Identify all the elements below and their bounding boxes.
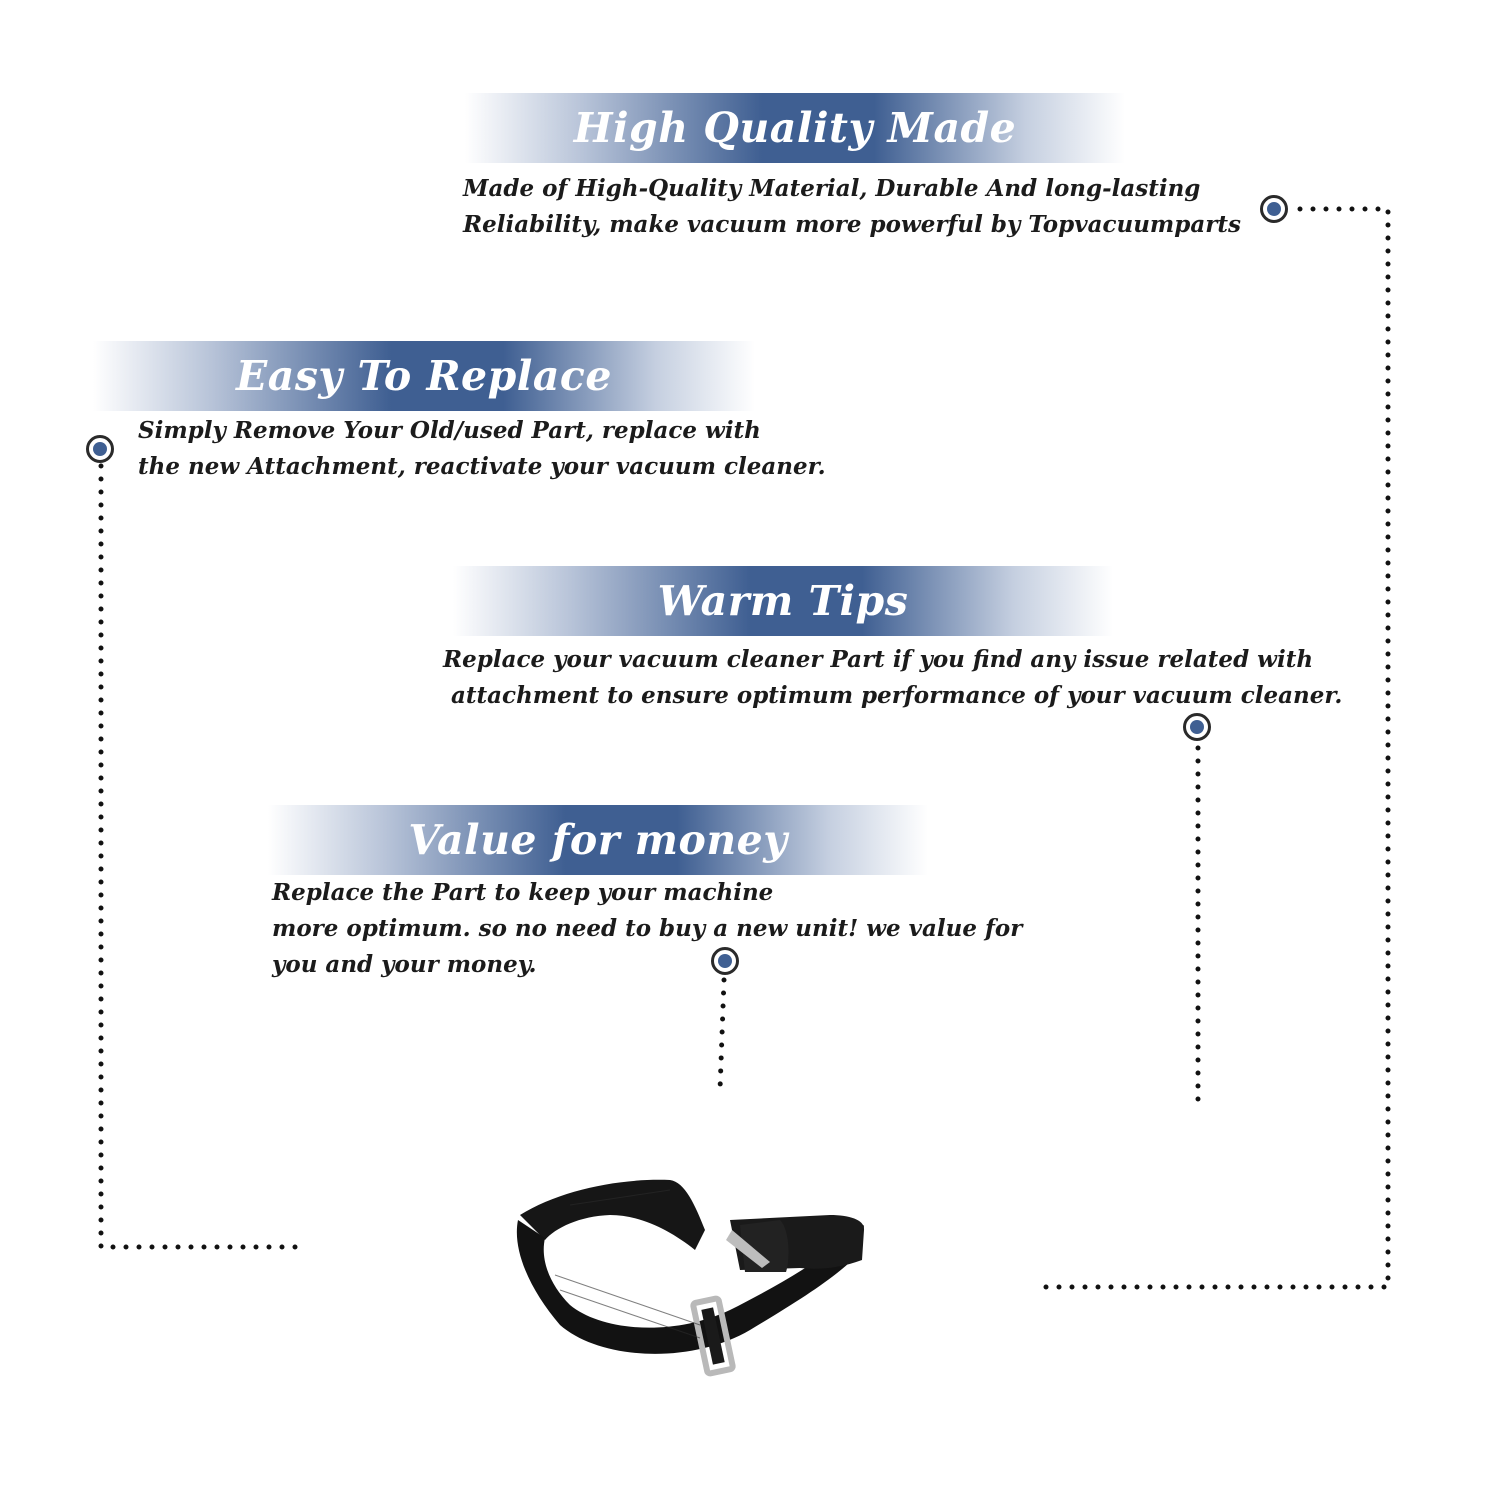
banner-high-quality: High Quality Made [465,93,1125,163]
connector-high-quality [1035,206,1391,1290]
banner-value-money: Value for money [268,805,928,875]
connector-easy-replace [98,463,299,1250]
marker-icon [1183,713,1211,741]
description-line: the new Attachment, reactivate your vacu… [138,453,826,480]
feature-title: Warm Tips [657,577,909,625]
description-line: you and your money. [272,951,537,978]
feature-description-value-money: Replace the Part to keep your machine mo… [272,875,1022,983]
banner-warm-tips: Warm Tips [453,566,1113,636]
marker-icon [1260,195,1288,223]
feature-description-warm-tips: Replace your vacuum cleaner Part if you … [443,642,1342,714]
description-line: Replace the Part to keep your machine [272,879,774,906]
connector-value-money [717,977,727,1093]
feature-title: High Quality Made [573,104,1017,152]
banner-easy-replace: Easy To Replace [93,341,755,411]
description-line: Reliability, make vacuum more powerful b… [463,211,1241,238]
description-line: more optimum. so no need to buy a new un… [272,915,1023,942]
description-line: Simply Remove Your Old/used Part, replac… [138,417,761,444]
feature-title: Easy To Replace [236,352,612,400]
feature-description-easy-replace: Simply Remove Your Old/used Part, replac… [138,413,826,485]
marker-icon [86,435,114,463]
description-line: Replace your vacuum cleaner Part if you … [443,646,1314,673]
description-line: attachment to ensure optimum performance… [443,682,1343,709]
feature-title: Value for money [408,816,788,864]
description-line: Made of High-Quality Material, Durable A… [463,175,1201,202]
product-strap-belt-image [516,1179,865,1377]
marker-icon [711,947,739,975]
feature-description-high-quality: Made of High-Quality Material, Durable A… [463,171,1241,243]
